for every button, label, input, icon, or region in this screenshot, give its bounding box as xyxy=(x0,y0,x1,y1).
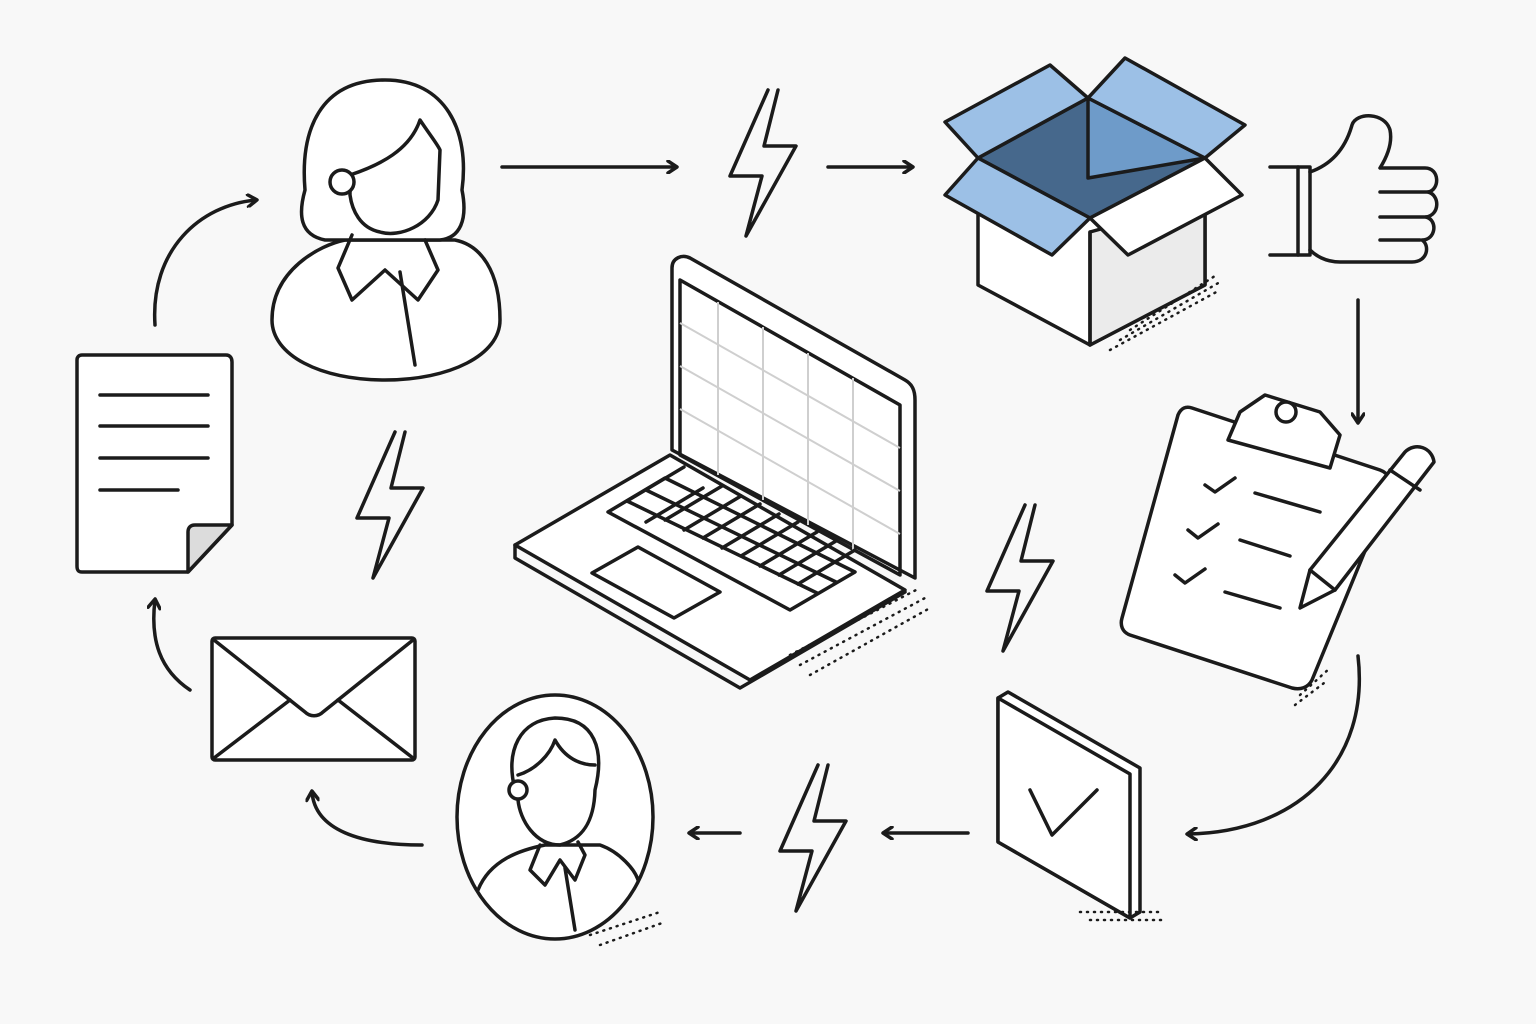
open-box-icon xyxy=(943,56,1247,352)
lightning-icon xyxy=(985,503,1055,653)
arrow-icon xyxy=(152,200,256,327)
checkmark-card-icon xyxy=(996,690,1167,922)
lightning-icon xyxy=(355,430,425,580)
arrow-icon xyxy=(154,600,192,692)
clipboard-checklist-icon xyxy=(1119,393,1393,707)
envelope-icon xyxy=(210,636,417,762)
arrows xyxy=(152,167,1361,847)
man-avatar-icon xyxy=(455,693,667,947)
arrow-icon xyxy=(312,792,424,847)
arrow-icon xyxy=(1188,654,1361,834)
keyboard xyxy=(625,465,857,595)
lightning-icon xyxy=(778,763,848,913)
document-icon xyxy=(75,353,234,574)
lightning-icon xyxy=(728,88,798,238)
laptop-icon xyxy=(513,254,932,690)
woman-avatar-icon xyxy=(270,78,502,382)
pencil-icon xyxy=(1298,445,1436,610)
thumbs-up-icon xyxy=(1268,114,1439,264)
screen-grid xyxy=(679,302,901,550)
